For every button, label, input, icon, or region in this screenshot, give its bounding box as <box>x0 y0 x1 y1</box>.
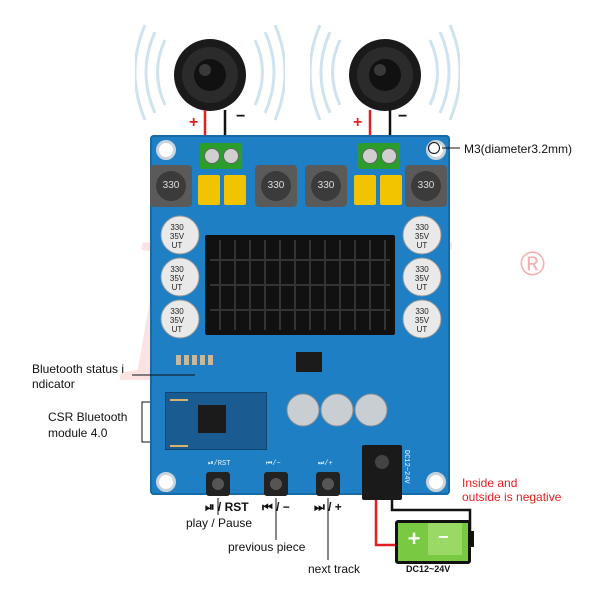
cap-value: 330 <box>415 307 429 316</box>
bluetooth-chip <box>198 405 226 433</box>
play-rst-button-label: ⏯ / RST <box>205 500 249 514</box>
left-speaker-plus: + <box>189 114 199 131</box>
right-speaker <box>308 20 462 125</box>
inductor-4: 330 <box>405 165 447 207</box>
negative-label-2: outside is negative <box>462 490 562 504</box>
left-speaker <box>133 20 287 125</box>
bluetooth-module <box>165 392 267 450</box>
inductor-label: 330 <box>261 171 291 201</box>
cap-value: 330 <box>170 265 184 274</box>
next-label: next track <box>308 562 361 576</box>
cap-text-left-2: 330 35V UT <box>162 265 192 292</box>
cap-text-right-1: 330 35V UT <box>407 223 437 250</box>
cap-voltage: 35V <box>414 232 430 241</box>
inductor-label: 330 <box>411 171 441 201</box>
battery-minus-sign: − <box>438 527 449 547</box>
cap-voltage: 35V <box>169 316 185 325</box>
cap-value: 330 <box>170 307 184 316</box>
bt-status-label: Bluetooth status i ndicator <box>32 362 125 391</box>
small-ic <box>296 352 322 372</box>
left-speaker-minus: − <box>236 108 246 125</box>
silk-next: ⏭/+ <box>318 460 333 468</box>
electrolytic-caps-left <box>158 215 202 340</box>
right-speaker-minus: − <box>398 108 408 125</box>
right-speaker-plus: + <box>353 114 363 131</box>
cap-voltage: 35V <box>414 274 430 283</box>
mount-hole-bottom-right <box>426 472 446 492</box>
watermark-registered-mark: ® <box>520 245 546 283</box>
cap-text-left-3: 330 35V UT <box>162 307 192 334</box>
cap-brand: UT <box>416 241 428 250</box>
cap-brand: UT <box>171 283 183 292</box>
inductor-label: 330 <box>311 171 341 201</box>
button-previous[interactable] <box>264 472 288 496</box>
cap-brand: UT <box>171 241 183 250</box>
silk-play: ⏯/RST <box>208 460 231 468</box>
cap-voltage: 35V <box>414 316 430 325</box>
battery-terminal <box>468 531 474 547</box>
cap-voltage: 35V <box>169 232 185 241</box>
button-next[interactable] <box>316 472 340 496</box>
cap-text-right-3: 330 35V UT <box>407 307 437 334</box>
inductor-2: 330 <box>255 165 297 207</box>
inductor-1: 330 <box>150 165 192 207</box>
cap-value: 330 <box>170 223 184 232</box>
right-speaker-terminal <box>358 143 400 169</box>
mount-hole-top-left <box>156 140 176 160</box>
cap-value: 330 <box>415 223 429 232</box>
film-cap <box>354 175 376 205</box>
button-play-pause[interactable] <box>206 472 230 496</box>
battery: + − <box>395 520 471 564</box>
next-button-label: ⏭ / + <box>314 500 342 514</box>
bt-module-label-2: module 4.0 <box>48 426 108 440</box>
play-pause-label: play / Pause <box>186 516 253 530</box>
silk-prev: ⏮/− <box>266 460 281 468</box>
electrolytic-caps-right <box>400 215 444 340</box>
battery-label: DC12~24V <box>406 564 451 574</box>
inductor-3: 330 <box>305 165 347 207</box>
negative-label-1: Inside and <box>462 476 518 490</box>
left-speaker-terminal <box>200 143 242 169</box>
heatsink <box>205 235 395 335</box>
dc-jack <box>362 445 402 500</box>
bt-module-label-1: CSR Bluetooth <box>48 410 128 424</box>
small-resistors <box>176 355 216 365</box>
battery-plus-sign: + <box>407 526 421 551</box>
film-cap <box>224 175 246 205</box>
cap-brand: UT <box>171 325 183 334</box>
mount-hole-label: M3(diameter3.2mm) <box>464 142 573 156</box>
mount-hole-icon <box>428 142 440 154</box>
mount-hole-bottom-left <box>156 472 176 492</box>
cap-voltage: 35V <box>169 274 185 283</box>
cap-value: 330 <box>415 265 429 274</box>
audio-caps <box>285 392 395 428</box>
cap-text-left-1: 330 35V UT <box>162 223 192 250</box>
previous-label: previous piece <box>228 540 306 554</box>
bluetooth-antenna <box>170 399 188 447</box>
inductor-label: 330 <box>156 171 186 201</box>
cap-brand: UT <box>416 283 428 292</box>
prev-button-label: ⏮ / − <box>262 500 290 514</box>
film-cap <box>380 175 402 205</box>
cap-text-right-2: 330 35V UT <box>407 265 437 292</box>
film-cap <box>198 175 220 205</box>
cap-brand: UT <box>416 325 428 334</box>
